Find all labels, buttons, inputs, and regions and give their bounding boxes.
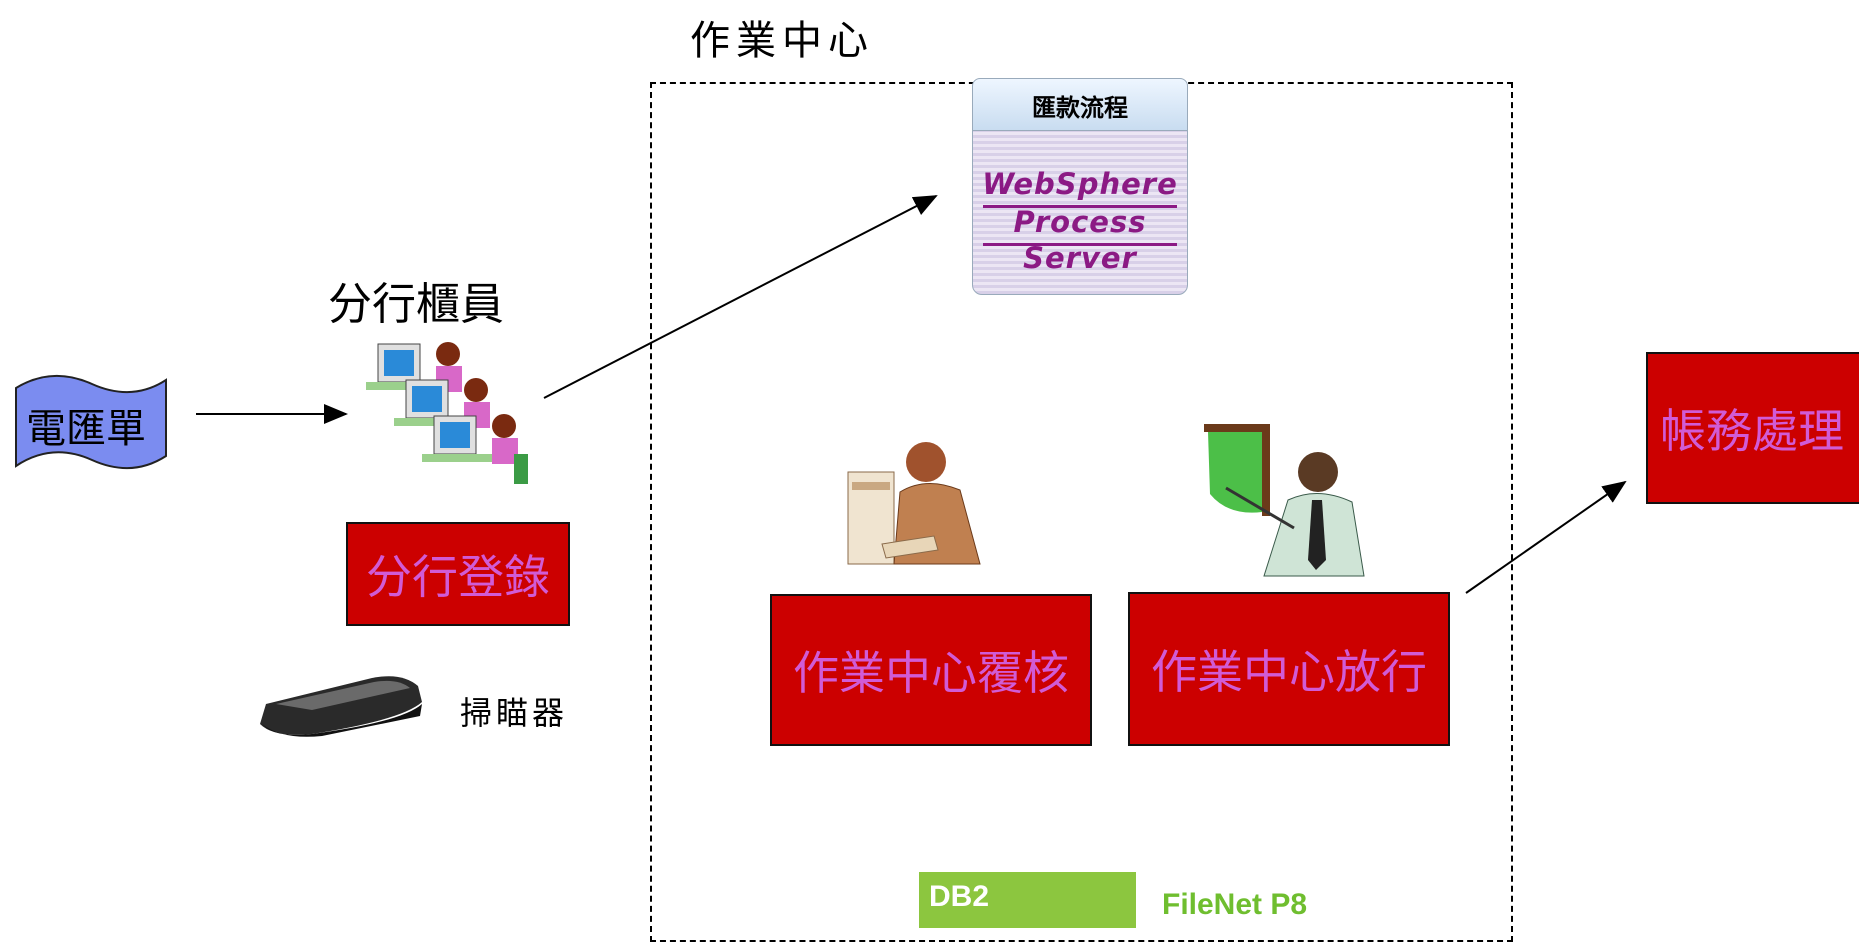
branch-register-box: 分行登錄 [346,522,570,626]
accounting-box: 帳務處理 [1646,352,1859,504]
remittance-flow-header: 匯款流程 [972,78,1188,132]
tellers-at-computers-icon [360,336,535,496]
divider [983,205,1177,208]
process-server-line-3: Server [1023,241,1137,275]
remittance-form-shape: 電匯單 [12,372,170,472]
scanner-label: 掃瞄器 [460,694,569,732]
process-server-panel: WebSphere Process Server [972,130,1188,295]
scanner-icon [252,660,428,742]
arrow-release-to-accounting [1465,480,1627,594]
db2-logo: DB2 [919,872,1136,928]
process-server-line-1: WebSphere [982,167,1178,201]
divider [983,243,1177,246]
branch-teller-title: 分行櫃員 [328,279,504,330]
operations-release-box: 作業中心放行 [1128,592,1450,746]
process-server-line-2: Process [1013,205,1147,239]
document-shape-icon [15,375,167,470]
operations-center-title: 作業中心 [690,18,874,64]
filenet-logo: FileNet P8 [1162,888,1308,921]
operations-review-box: 作業中心覆核 [770,594,1092,746]
presenter-at-board-icon [1198,420,1368,580]
remittance-form-label: 電匯單 [26,406,146,452]
arrow-teller-to-process-server [543,195,938,399]
reviewer-at-desk-icon [842,432,984,574]
